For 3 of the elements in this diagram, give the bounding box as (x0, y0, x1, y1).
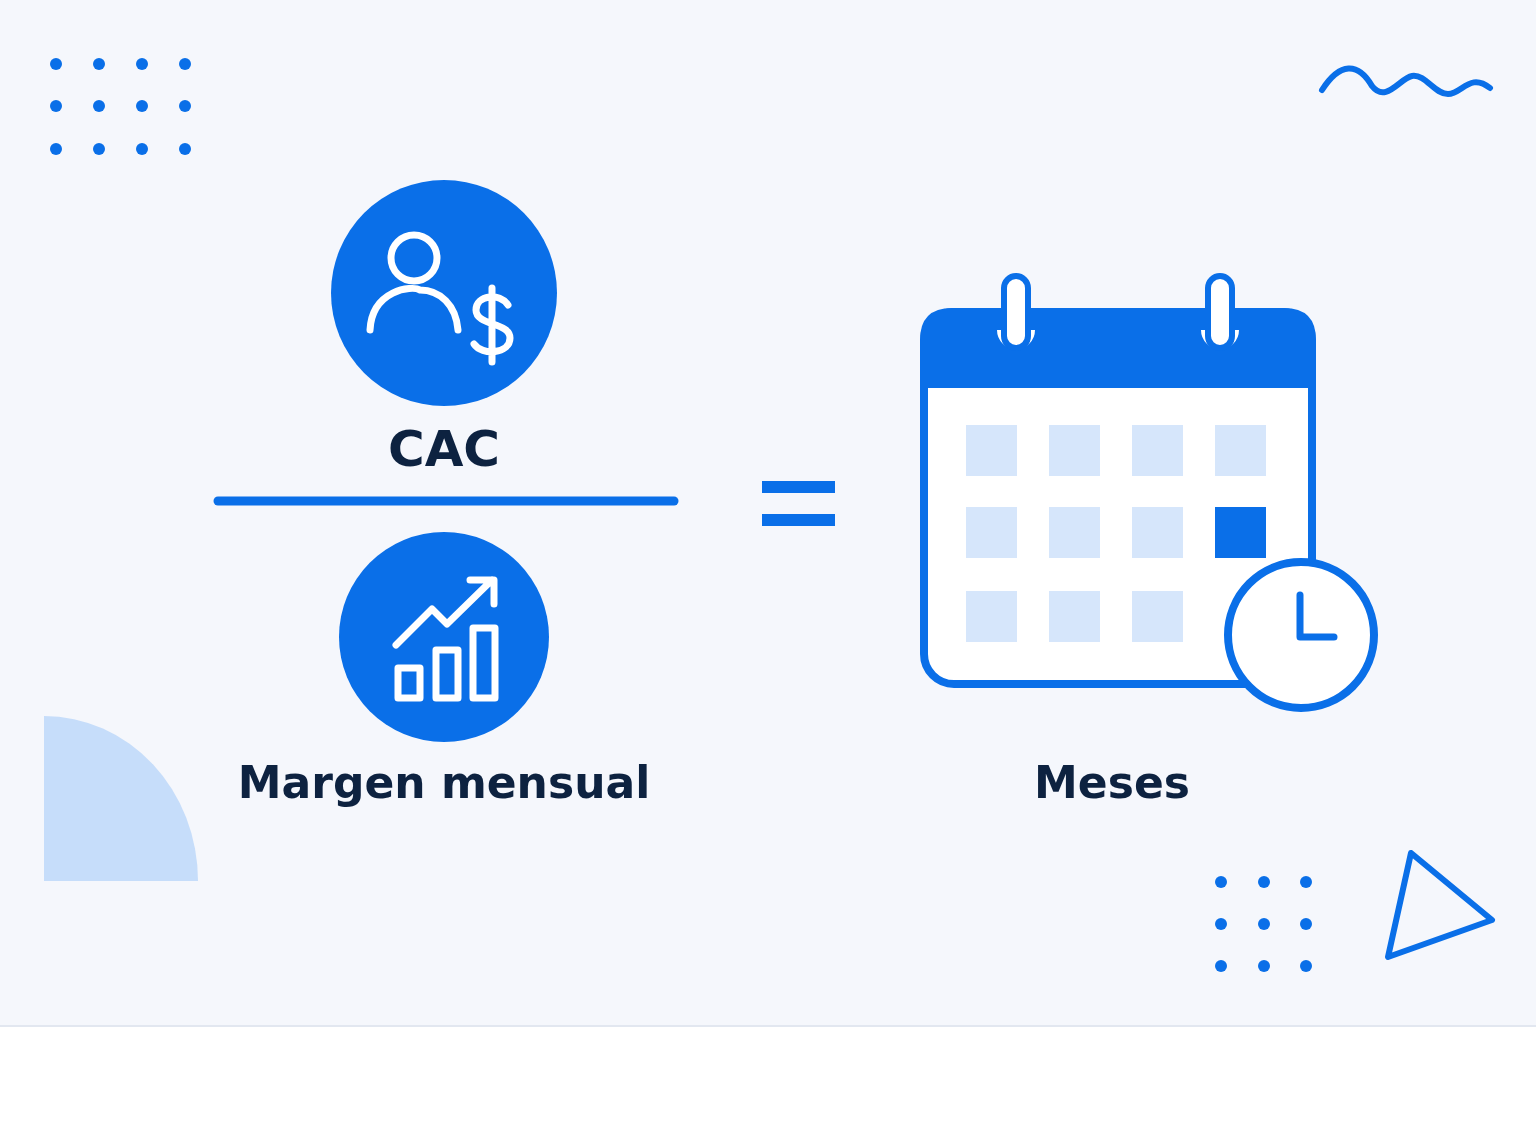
formula-label: Margen mensual (237, 761, 651, 805)
formula-label: CAC (387, 424, 501, 474)
result-label: Meses (1034, 761, 1190, 805)
